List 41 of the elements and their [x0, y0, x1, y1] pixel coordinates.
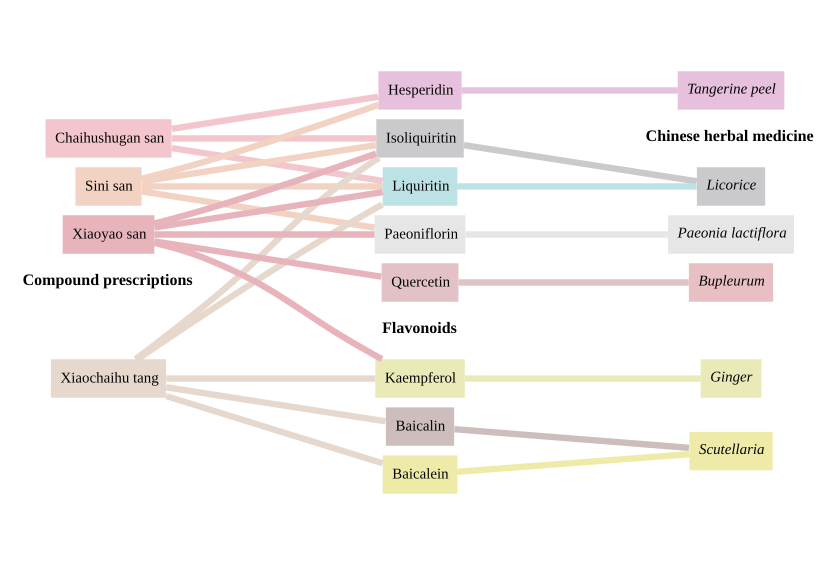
connector — [458, 278, 689, 286]
label: Flavonoids — [382, 320, 457, 337]
connector — [141, 141, 376, 184]
connector — [464, 142, 698, 184]
node-box: Scutellaria — [689, 431, 773, 470]
connector — [142, 182, 383, 190]
node-box: Licorice — [696, 166, 766, 206]
connector — [454, 425, 690, 450]
connector — [165, 392, 384, 466]
node-box: Tangerine peel — [678, 70, 784, 110]
node-box: Xiaoyao san — [62, 214, 154, 254]
connector — [154, 150, 378, 226]
connector — [171, 144, 383, 184]
node-box: Sini san — [75, 166, 142, 206]
connector — [462, 86, 678, 94]
node-box: Paeonia lactiflora — [668, 214, 794, 254]
connector — [466, 230, 668, 238]
node-box: Xiaochaihu tang — [50, 358, 166, 398]
connector — [166, 374, 376, 382]
node-box: Baicalein — [382, 454, 458, 494]
connector — [457, 182, 697, 190]
node-box: Hesperidin — [378, 70, 462, 110]
node-box: Bupleurum — [688, 262, 774, 302]
connector — [154, 238, 382, 280]
connector — [172, 134, 376, 142]
label: Chinese herbal medicine — [646, 128, 814, 145]
connector — [171, 93, 379, 132]
node-box: Isoliquiritin — [376, 118, 464, 158]
label: Compound prescriptions — [22, 272, 193, 289]
connector — [154, 230, 374, 238]
node-box: Baicalin — [386, 406, 454, 446]
node-box: Paeoniflorin — [374, 214, 466, 254]
connector — [457, 450, 690, 474]
connector — [134, 154, 381, 362]
connector — [465, 374, 701, 382]
node-box: Chaihushugan san — [46, 118, 172, 158]
node-box: Kaempferol — [375, 358, 465, 398]
node-box: Quercetin — [382, 262, 458, 302]
connector — [166, 384, 386, 424]
node-box: Liquiritin — [382, 166, 458, 206]
node-box: Ginger — [700, 358, 762, 398]
